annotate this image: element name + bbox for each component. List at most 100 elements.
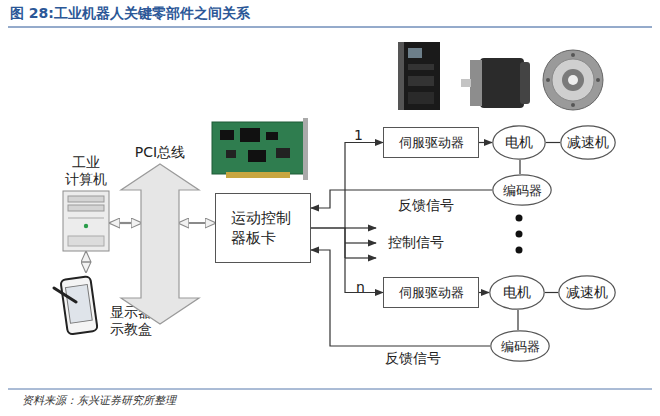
motor-shaft: [461, 79, 471, 87]
control-signal-arrow: [345, 242, 376, 243]
connector-line: [179, 222, 215, 224]
drive-display: [408, 48, 422, 58]
connector-line: [311, 143, 383, 229]
title-rule: [8, 27, 652, 28]
ellipse-node: 减速机: [558, 275, 616, 310]
connector-line: [311, 228, 383, 293]
node-label: 减速机: [566, 284, 608, 301]
figure-title: 图 28:工业机器人关键零部件之间关系: [10, 5, 250, 23]
process-box: 伺服驱动器: [383, 277, 479, 308]
connector-line: [85, 252, 87, 272]
node-label: 电机: [503, 284, 531, 301]
board-chip: [220, 130, 234, 140]
node-label: 电机: [505, 134, 533, 151]
board-edge-connector: [226, 172, 290, 178]
computer-node: 工业 计算机: [62, 152, 110, 252]
process-box: 伺服驱动器: [383, 127, 479, 158]
pendant-group: [60, 276, 97, 335]
connector-line: [110, 222, 141, 224]
connector-line: [519, 160, 520, 174]
drive-connector: [408, 64, 434, 70]
connector-line: [479, 292, 489, 293]
ellipse-shape: [490, 276, 544, 309]
drive-bay: [68, 196, 104, 202]
board-chip: [276, 148, 290, 158]
reducer-hub: [562, 69, 584, 91]
node-label: 编码器: [501, 338, 540, 355]
node-label: 运动控制 器板卡: [231, 208, 295, 248]
drive-body: [398, 42, 440, 110]
ellipse-shape: [493, 175, 551, 205]
signal-label: 控制信号: [388, 234, 444, 251]
node-label: 伺服驱动器: [399, 284, 464, 302]
circuit-board-picture: [212, 118, 308, 180]
node-label: 编码器: [503, 182, 542, 199]
reducer-bolt: [571, 103, 575, 107]
motor-rear-cap: [520, 62, 530, 104]
reducer-picture: [543, 50, 603, 110]
tower-case: [63, 191, 109, 251]
connector-line: [546, 142, 560, 143]
reducer-ring: [552, 59, 594, 101]
ellipse-node: 编码器: [490, 330, 550, 362]
ellipse-shape: [491, 331, 549, 361]
servo-drive-picture: [398, 42, 440, 110]
case-groove: [68, 218, 104, 219]
callout-number: 1: [354, 127, 363, 144]
board-chip: [240, 128, 260, 142]
drive-connector: [408, 76, 434, 86]
case-vent: [68, 236, 104, 246]
stylus: [54, 288, 76, 302]
power-led: [84, 224, 88, 228]
edge-label: 反馈信号: [398, 197, 454, 214]
bus-node: PCI总线: [141, 146, 179, 324]
ellipse-shape: [559, 276, 615, 309]
callout-number: n: [356, 279, 365, 296]
connector-line: [479, 142, 492, 143]
reducer-outer-ring: [543, 50, 603, 110]
connector-line: [311, 250, 490, 346]
reducer-bore: [568, 75, 578, 85]
node-label: PCI总线: [116, 144, 204, 161]
board-chip: [226, 150, 236, 158]
connector-line: [517, 310, 518, 330]
reducer-bolt: [571, 53, 575, 57]
motor-flange: [470, 60, 482, 106]
ellipse-shape: [561, 126, 615, 159]
ellipsis-dot: [516, 247, 523, 254]
drive-bay: [68, 205, 104, 211]
ellipse-node: 电机: [489, 275, 545, 310]
bus-arrow-shape: [121, 164, 199, 324]
process-box: 运动控制 器板卡: [215, 193, 311, 263]
pendant-screen: [65, 285, 92, 324]
drive-connector: [408, 92, 434, 104]
control-signal-arrow: [345, 227, 376, 228]
node-label: 工业 计算机: [63, 154, 109, 188]
bus-double-arrow: [121, 164, 199, 324]
reducer-bolt: [596, 78, 600, 82]
ellipse-node: 电机: [492, 125, 546, 160]
ellipse-node: 减速机: [560, 125, 616, 160]
edge-label: 反馈信号: [385, 350, 441, 367]
ellipse-shape: [493, 126, 545, 159]
connector-line: [545, 292, 558, 293]
node-label: 伺服驱动器: [399, 134, 464, 152]
source-caption: 资料来源：东兴证券研究所整理: [22, 393, 176, 408]
board-body: [212, 122, 304, 174]
teach-pendant-icon: [52, 272, 104, 338]
motor-body: [480, 58, 524, 108]
board-chip: [266, 132, 278, 140]
computer-tower-icon: [62, 190, 110, 252]
caption-rule: [8, 389, 652, 390]
node-label: 减速机: [567, 134, 609, 151]
ellipsis-dot: [516, 231, 523, 238]
ellipse-node: 编码器: [492, 174, 552, 206]
control-signal-arrow: [345, 257, 376, 258]
drive-side: [398, 42, 404, 110]
motor-picture: [461, 58, 530, 108]
board-chip: [248, 150, 266, 162]
pendant-body: [60, 276, 97, 335]
reducer-bolt: [546, 78, 550, 82]
board-bracket: [303, 118, 308, 180]
